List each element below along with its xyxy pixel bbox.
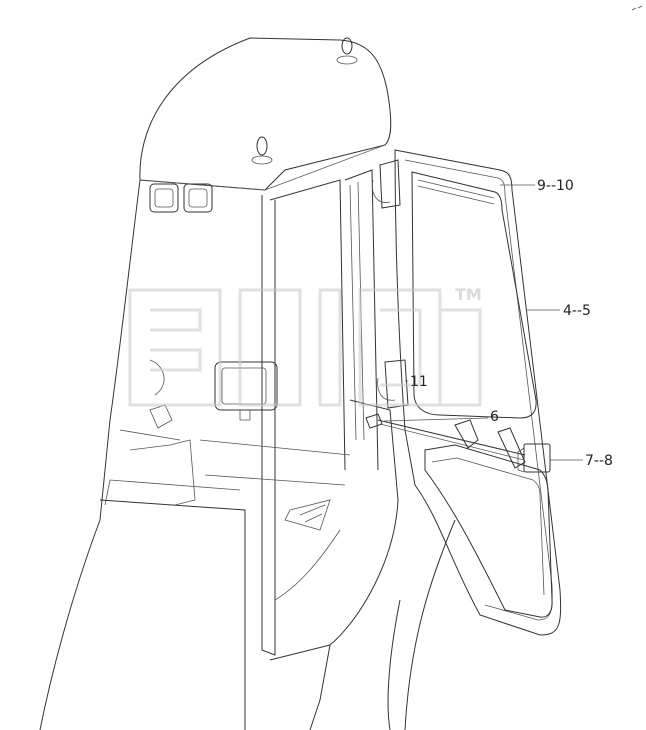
callout-4-5: 4--5 bbox=[563, 303, 591, 319]
watermark-tm: TM bbox=[455, 285, 482, 304]
lifting-eye-top bbox=[336, 37, 358, 65]
callout-11: 11 bbox=[410, 374, 428, 390]
corner-marks bbox=[631, 5, 643, 11]
monitor-display bbox=[214, 361, 278, 421]
door-hinge-upper bbox=[371, 159, 401, 209]
callout-9-10: 9--10 bbox=[537, 178, 574, 194]
work-lights bbox=[149, 183, 213, 213]
door-lock bbox=[517, 443, 551, 473]
seat-back bbox=[149, 359, 173, 429]
callout-7-8: 7--8 bbox=[585, 453, 613, 469]
door-handle bbox=[454, 419, 526, 469]
lifting-eye-front bbox=[251, 136, 273, 165]
cab-door bbox=[394, 149, 562, 636]
door-strut bbox=[365, 413, 526, 461]
callout-6: 6 bbox=[490, 409, 499, 425]
watermark-logo: TM bbox=[128, 285, 482, 407]
leader-lines bbox=[383, 184, 583, 461]
cab-roof bbox=[139, 37, 392, 191]
cab-body bbox=[39, 169, 456, 730]
